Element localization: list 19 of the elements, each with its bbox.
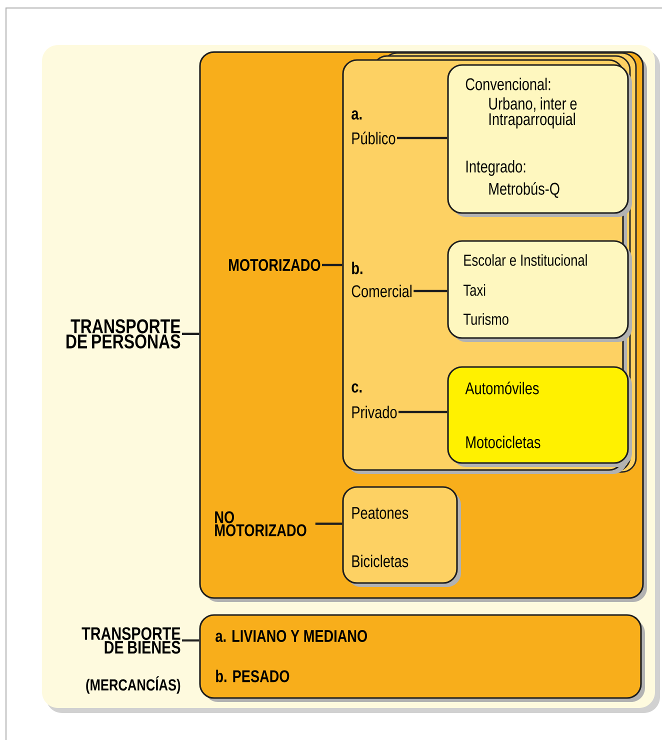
category-label: c. Privado [352, 383, 397, 418]
connector-line [398, 410, 448, 414]
category-label: a. Público [352, 110, 396, 144]
connector-line [315, 522, 342, 525]
connector-line [397, 136, 448, 140]
category-label: TRANSPORTE DE BIENES (MERCANCÍAS) [82, 627, 180, 694]
category-label: TRANSPORTE DE PERSONAS [66, 319, 180, 349]
category-box: a. LIVIANO Y MEDIANO b. PESADO [199, 614, 645, 702]
category-box: Peatones Bicicletas [342, 486, 461, 587]
connector-line [182, 639, 200, 642]
category-label: b. Comercial [352, 262, 412, 298]
category-label: MOTORIZADO [229, 259, 320, 272]
category-box: Automóviles Motocicletas [447, 366, 632, 467]
connector-line [322, 264, 342, 266]
connector-line [182, 332, 200, 335]
connector-line [414, 290, 448, 292]
category-box: Escolar e Institucional Taxi Turismo [447, 240, 632, 342]
category-label: NO MOTORIZADO [215, 511, 306, 536]
category-box: Convencional: Urbano, inter e Intraparroquial Integrado: Metrobús-Q [447, 64, 632, 217]
